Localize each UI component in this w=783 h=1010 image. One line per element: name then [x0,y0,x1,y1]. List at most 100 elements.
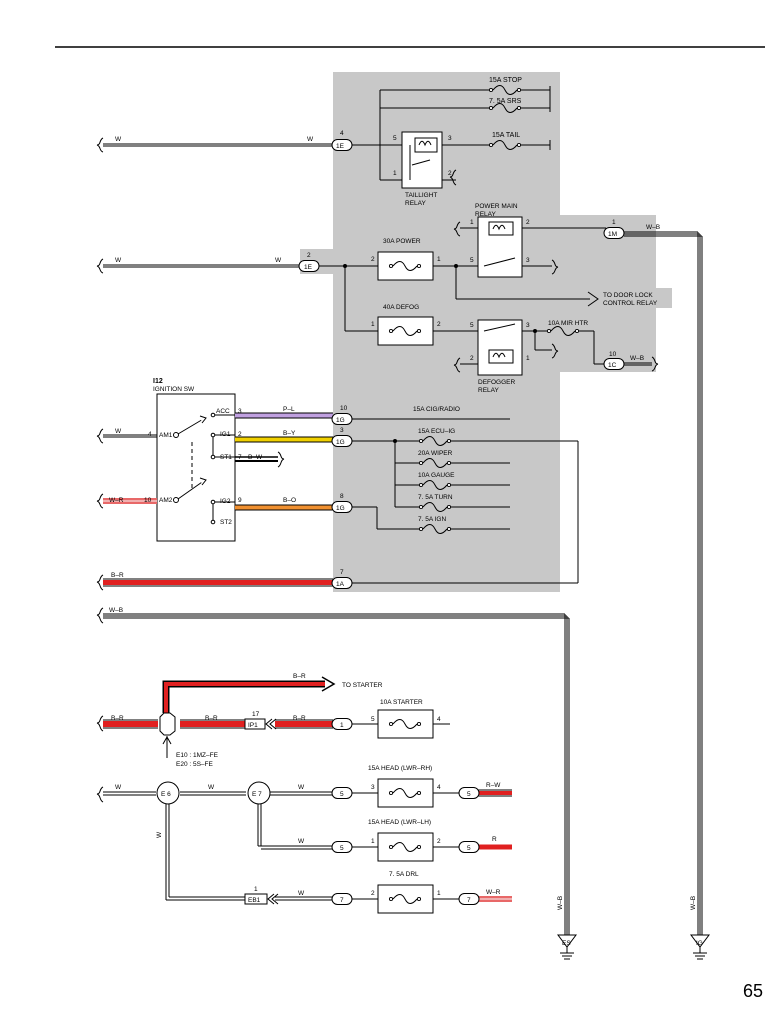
fuse-label: 10A STARTER [380,699,423,706]
fuse-label: 15A TAIL [492,132,520,139]
fuse-label: 7. 5A TURN [418,494,453,501]
terminal-label: AM1 [159,432,173,439]
connector-id: 5 [467,845,471,852]
wire-color: B–R [293,715,306,722]
wire-color: W [115,257,122,264]
fuse-label: 7. 5A DRL [389,871,419,878]
pin-number: 1 [612,219,616,226]
fuse-label: 40A DEFOG [383,304,419,311]
pin-number: 2 [371,890,375,897]
connector-id: 5 [340,845,344,852]
pin-number: 2 [307,252,311,259]
fuse-label: 15A HEAD (LWR–LH) [368,819,431,826]
fuse-label: 15A ECU–IG [418,428,455,435]
connector-id: 1C [608,362,617,369]
pin-number: 1 [437,256,441,263]
connector-id: 1E [304,264,313,271]
wire-color: W [298,784,305,791]
fuse-label: 30A POWER [383,238,421,245]
fuse-label: 20A WIPER [418,450,453,457]
variant-note: E10 : 1MZ–FE [176,752,219,759]
pin-number: 5 [393,135,397,142]
pin-number: 4 [340,130,344,137]
wire-color: W [298,838,305,845]
relay-label: TAILLIGHT [405,192,437,199]
splice-id: E 7 [252,791,262,798]
wire-color: R–W [486,782,501,789]
terminal-label: ST1 [220,454,232,461]
relay-label: RELAY [405,200,426,207]
pin-number: 3 [238,408,242,415]
terminal-label: ST2 [220,519,232,526]
pin-number: 4 [437,784,441,791]
fuse-label: 15A HEAD (LWR–RH) [368,765,432,772]
connector-id: EB1 [248,897,261,904]
wire-color: W–B [630,355,644,362]
wire-color: B–R [111,715,124,722]
pin-number: 3 [526,257,530,264]
page-number: 65 [743,981,763,1001]
variant-note: E20 : 5S–FE [176,761,214,768]
terminal-label: AM2 [159,497,173,504]
connector-id: 1A [336,581,345,588]
connector-id: IP1 [248,722,258,729]
wire-color: W [115,136,122,143]
taillight-relay [409,137,438,180]
wire-color: B–W [248,454,263,461]
connector-id: 1M [608,231,617,238]
pin-number: 1 [371,321,375,328]
pin-number: 9 [238,497,242,504]
wire-color: P–L [283,406,295,413]
terminal-label: IG2 [220,498,231,505]
wire-color: W [208,784,215,791]
wire-color: W [307,136,314,143]
relay-label: RELAY [478,387,499,394]
wire-color: W [115,784,122,791]
ign-wires [96,412,333,511]
pin-number: 3 [371,784,375,791]
pin-number: 3 [526,322,530,329]
pin-number: 5 [470,257,474,264]
pin-number: 5 [470,322,474,329]
pin-number: 7 [340,569,344,576]
connector-id: 1G [336,417,345,424]
pin-number: 2 [371,256,375,263]
fuse-label: 15A CIG/RADIO [413,406,460,413]
wire-color: W [275,257,282,264]
connector-id: 1E [336,143,345,150]
wire-color: W [298,890,305,897]
terminal-label: ACC [216,408,230,415]
wire-color: W–B [646,224,660,231]
wire-color: W–R [486,889,501,896]
fuse-label: 15A STOP [489,77,522,84]
pin-number: 2 [238,431,242,438]
wire-color: W–B [557,896,564,910]
wire-color: W–B [109,607,123,614]
pin-number: 4 [437,716,441,723]
wire-br-1a [96,574,578,591]
relay-contacts [483,221,516,364]
pin-number: 1 [470,219,474,226]
ground-label: ES [562,940,571,947]
wire-color: B–Y [283,430,296,437]
pin-number: 10 [144,497,152,504]
pin-number: 1 [526,355,530,362]
pin-number: 1 [254,886,258,893]
splice-id: E 6 [161,791,171,798]
relay-label: POWER MAIN [475,203,518,210]
destination-label: CONTROL RELAY [603,300,658,307]
connector-id: 5 [467,791,471,798]
pin-number: 2 [526,219,530,226]
ground-label: IG [696,940,703,947]
pin-number: 3 [340,427,344,434]
connector-id: 1 [340,722,344,729]
wire-color: W [115,428,122,435]
pin-number: 4 [148,431,152,438]
ign-fuse-wiring [352,418,579,583]
wire-color: W–R [109,497,124,504]
wire-wb-es [96,607,570,935]
fuse-label: 10A MIR HTR [548,320,588,327]
wire-wb-ig [624,231,703,935]
connector-id: 1G [336,439,345,446]
